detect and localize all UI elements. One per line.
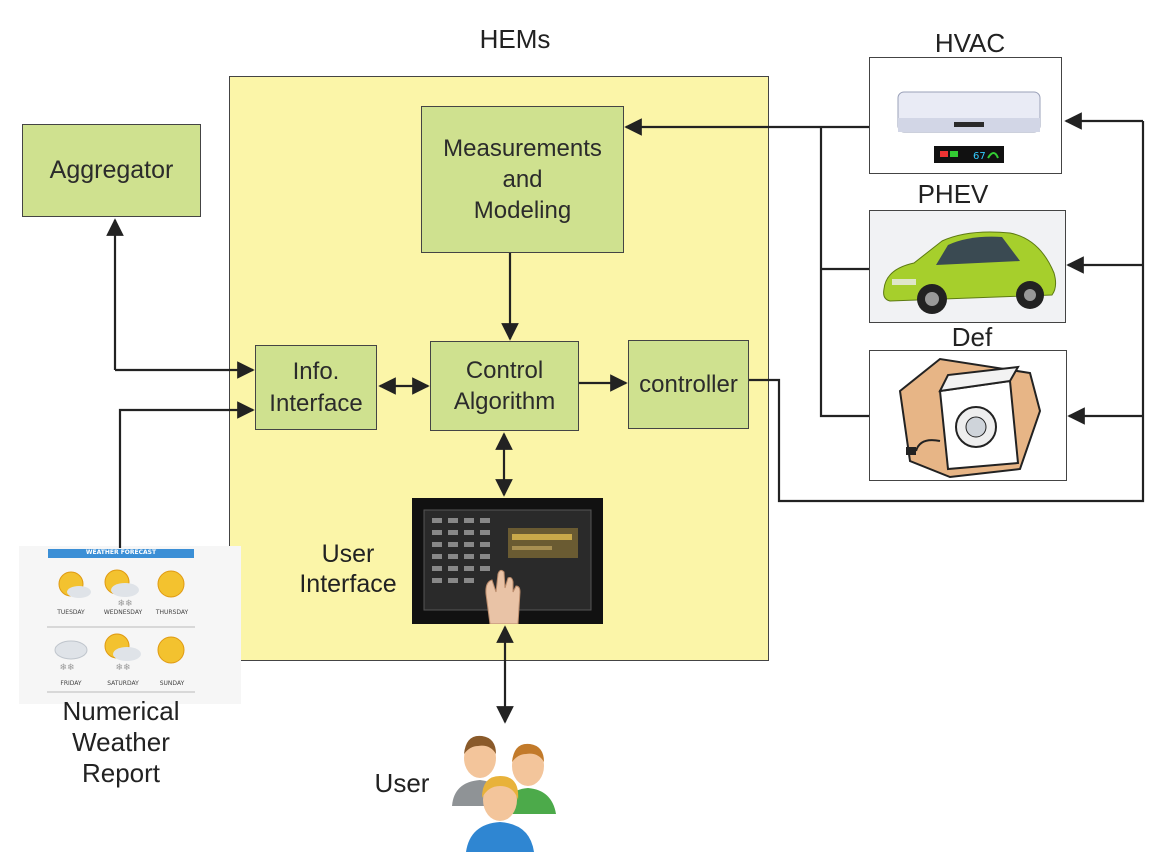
weather-day: SATURDAY [107,680,139,687]
def-label: Def [951,322,993,352]
measurements-modeling-block: Measurements and Modeling [421,106,624,253]
svg-text:❄❄: ❄❄ [115,662,130,672]
aggregator-block: Aggregator [22,124,201,217]
weather-day: SUNDAY [159,680,185,687]
sun-cloud-snow-icon: ❄❄ [104,633,141,672]
sun-icon [157,570,185,598]
hvac-frame: 67 [869,57,1062,174]
hems-title: HEMs [479,24,551,54]
weather-day: WEDNESDAY [103,609,143,616]
hvac-temperature: 67 [973,151,986,162]
sun-cloud-snow-icon: ❄❄ [104,569,139,608]
def-frame [869,350,1067,481]
weather-header: WEATHER FORECAST [85,549,157,556]
svg-text:❄❄: ❄❄ [59,662,74,672]
hand-icon [485,569,521,624]
user-interface-label: User Interface [299,540,397,598]
weather-report-label: Numerical Weather Report [62,696,180,788]
svg-text:❄❄: ❄❄ [117,598,132,608]
phev-frame [869,210,1066,323]
info-interface-block: Info. Interface [255,345,377,430]
car-icon [870,211,1065,322]
cloud-snow-icon: ❄❄ [54,640,88,672]
user-group-icon [452,735,556,852]
user-label: User [374,768,430,798]
sun-icon [157,636,185,664]
weather-day: TUESDAY [57,609,85,616]
weather-day: THURSDAY [155,609,189,616]
phev-label: PHEV [917,179,989,209]
washing-machine-icon [898,357,1042,479]
controller-block: controller [628,340,749,429]
air-conditioner-icon: 67 [897,91,1041,163]
sun-cloud-icon [58,571,91,598]
control-algorithm-block: Control Algorithm [430,341,579,431]
weather-forecast-card: ❄❄ ❄❄ ❄❄ [19,546,241,704]
hvac-label: HVAC [934,28,1006,58]
touchscreen-image [412,498,603,624]
weather-day: FRIDAY [60,680,82,687]
